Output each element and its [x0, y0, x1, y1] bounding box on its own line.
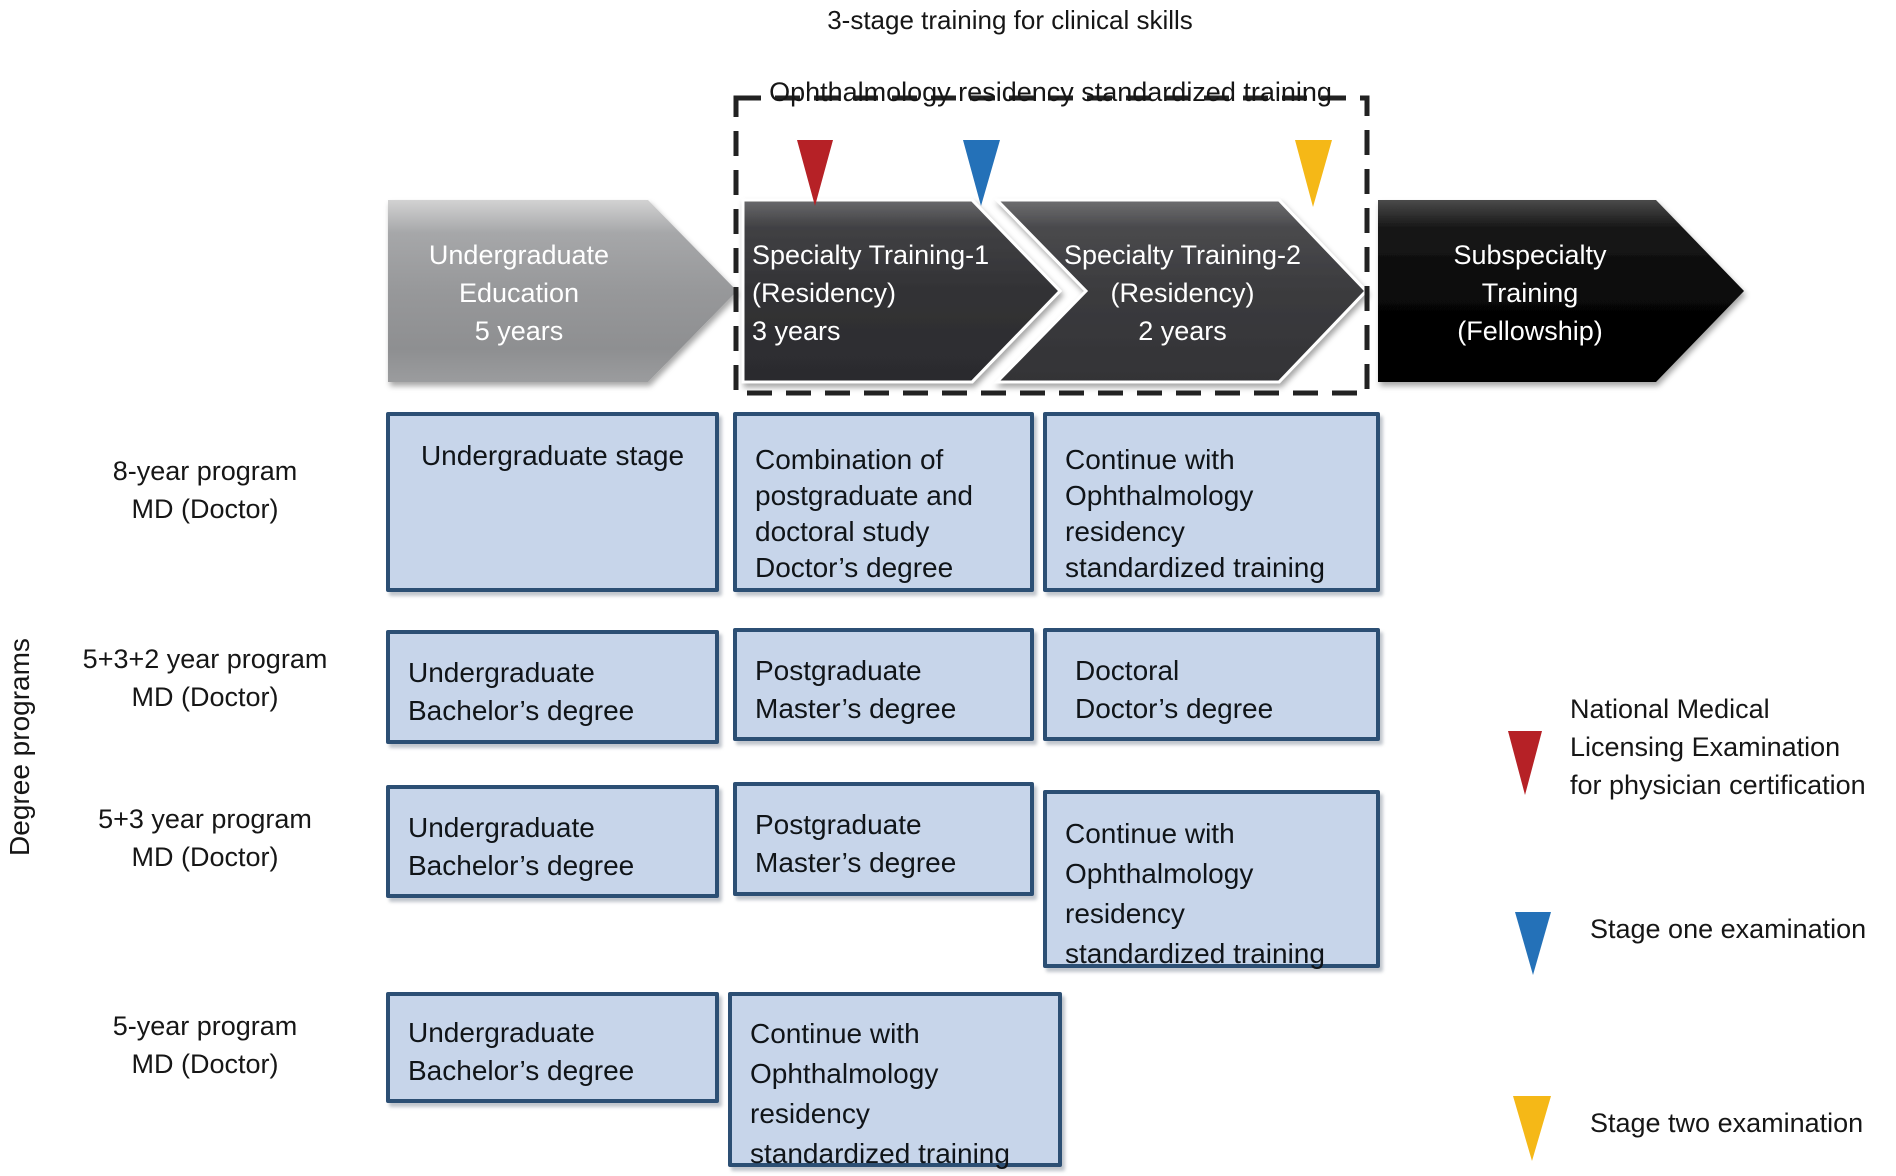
stage-one-marker-blue-triangle-icon: [963, 140, 1000, 206]
legend-label-nmle: National Medical Licensing Examination f…: [1570, 690, 1896, 804]
arrow-specialty-training-1: [741, 198, 1063, 384]
label-line: MD (Doctor): [131, 494, 279, 524]
caption-line: Undergraduate: [428, 240, 610, 270]
diagram-title: 3-stage training for clinical skills: [827, 5, 1193, 35]
legend-line: Stage one examination: [1590, 914, 1867, 944]
legend-line: National Medical: [1570, 694, 1770, 724]
legend-line: for physician certification: [1570, 770, 1866, 800]
label-line: 5+3 year program: [98, 804, 312, 834]
stage-box-undergrad-bachelor-row3: Undergraduate Bachelor’s degree: [386, 785, 719, 898]
box-line: Postgraduate: [755, 809, 922, 840]
box-line: residency: [1065, 898, 1185, 929]
box-line: Master’s degree: [755, 693, 957, 724]
arrow-subspecialty-training: [1378, 200, 1744, 382]
caption-line: Training: [1481, 278, 1579, 308]
stage-box-doctoral-degree-row2: Doctoral Doctor’s degree: [1043, 628, 1380, 741]
box-line: Doctor’s degree: [755, 552, 954, 583]
stage-box-combination-doctoral: Combination of postgraduate and doctoral…: [733, 412, 1034, 592]
box-line: standardized training: [750, 1138, 1010, 1169]
box-line: Combination of: [755, 444, 944, 475]
label-line: 8-year program: [112, 456, 298, 486]
program-label-8-year: 8-year program MD (Doctor): [45, 452, 365, 528]
box-line: standardized training: [1065, 552, 1325, 583]
arrow-undergraduate-education: [388, 200, 737, 382]
program-label-5-3-year: 5+3 year program MD (Doctor): [45, 800, 365, 876]
degree-programs-axis-label: Degree programs: [4, 638, 35, 856]
box-line: Continue with: [1065, 818, 1235, 849]
box-line: Continue with: [1065, 444, 1235, 475]
stage-box-continue-residency-row4: Continue with Ophthalmology residency st…: [728, 992, 1062, 1169]
box-line: Continue with: [750, 1018, 920, 1049]
box-line: Undergraduate: [408, 1017, 595, 1048]
legend-blue-triangle-icon: [1515, 912, 1551, 975]
box-line: Undergraduate: [408, 812, 595, 843]
box-line: Master’s degree: [755, 847, 957, 878]
legend-line: Stage two examination: [1590, 1108, 1864, 1138]
caption-line: Specialty Training-1: [752, 240, 990, 270]
dashed-box-label: Ophthalmology residency standardized tra…: [769, 77, 1332, 107]
legend-label-stage-two: Stage two examination: [1590, 1104, 1896, 1142]
arrow-specialty-training-2: [993, 198, 1369, 384]
stage-box-postgraduate-master-row2: Postgraduate Master’s degree: [733, 628, 1034, 741]
box-line: Doctor’s degree: [1075, 693, 1274, 724]
label-line: MD (Doctor): [131, 842, 279, 872]
label-line: MD (Doctor): [131, 682, 279, 712]
legend-yellow-triangle-icon: [1513, 1096, 1551, 1161]
arrow-specialty1-caption: Specialty Training-1 (Residency) 3 years: [752, 236, 1052, 350]
label-line: 5-year program: [112, 1011, 298, 1041]
legend-red-triangle-icon: [1508, 731, 1542, 795]
caption-line: (Fellowship): [1457, 316, 1603, 346]
box-line: standardized training: [1065, 938, 1325, 969]
stage-box-postgraduate-master-row3: Postgraduate Master’s degree: [733, 782, 1034, 896]
box-line: Bachelor’s degree: [408, 850, 635, 881]
program-label-5-3-2-year: 5+3+2 year program MD (Doctor): [45, 640, 365, 716]
legend-label-stage-one: Stage one examination: [1590, 910, 1896, 948]
caption-line: 3 years: [752, 316, 841, 346]
stage-box-continue-residency-row1: Continue with Ophthalmology residency st…: [1043, 412, 1380, 592]
box-line: Postgraduate: [755, 655, 922, 686]
box-line: Bachelor’s degree: [408, 1055, 635, 1086]
box-line: residency: [750, 1098, 870, 1129]
box-line: postgraduate and: [755, 480, 973, 511]
caption-line: (Residency): [1110, 278, 1255, 308]
caption-line: 5 years: [474, 316, 564, 346]
arrow-specialty2-caption: Specialty Training-2 (Residency) 2 years: [1040, 236, 1325, 350]
caption-line: (Residency): [752, 278, 897, 308]
box-line: Ophthalmology: [1065, 858, 1254, 889]
caption-line: 2 years: [1138, 316, 1227, 346]
residency-dashed-box: [733, 95, 1370, 396]
box-line: doctoral study: [755, 516, 930, 547]
box-line: Ophthalmology: [750, 1058, 939, 1089]
stage-box-undergrad-bachelor-row4: Undergraduate Bachelor’s degree: [386, 992, 719, 1103]
arrow-subspecialty-caption: Subspecialty Training (Fellowship): [1395, 236, 1665, 350]
label-line: 5+3+2 year program: [82, 644, 328, 674]
arrow-undergraduate-caption: Undergraduate Education 5 years: [388, 236, 650, 350]
stage-box-continue-residency-row3: Continue with Ophthalmology residency st…: [1043, 790, 1380, 969]
stage-box-undergrad-bachelor-row2: Undergraduate Bachelor’s degree: [386, 630, 719, 744]
box-line: residency: [1065, 516, 1185, 547]
box-line: Undergraduate stage: [420, 440, 685, 471]
box-line: Undergraduate: [408, 657, 595, 688]
caption-line: Education: [458, 278, 580, 308]
stage-box-undergraduate-stage: Undergraduate stage: [386, 412, 719, 592]
box-line: Bachelor’s degree: [408, 695, 635, 726]
stage-two-marker-yellow-triangle-icon: [1295, 140, 1332, 207]
legend-line: Licensing Examination: [1570, 732, 1841, 762]
caption-line: Subspecialty: [1453, 240, 1607, 270]
box-line: Doctoral: [1075, 655, 1180, 686]
caption-line: Specialty Training-2: [1063, 240, 1302, 270]
nmle-marker-red-triangle-icon: [797, 140, 833, 206]
box-line: Ophthalmology: [1065, 480, 1254, 511]
label-line: MD (Doctor): [131, 1049, 279, 1079]
program-label-5-year: 5-year program MD (Doctor): [45, 1007, 365, 1083]
